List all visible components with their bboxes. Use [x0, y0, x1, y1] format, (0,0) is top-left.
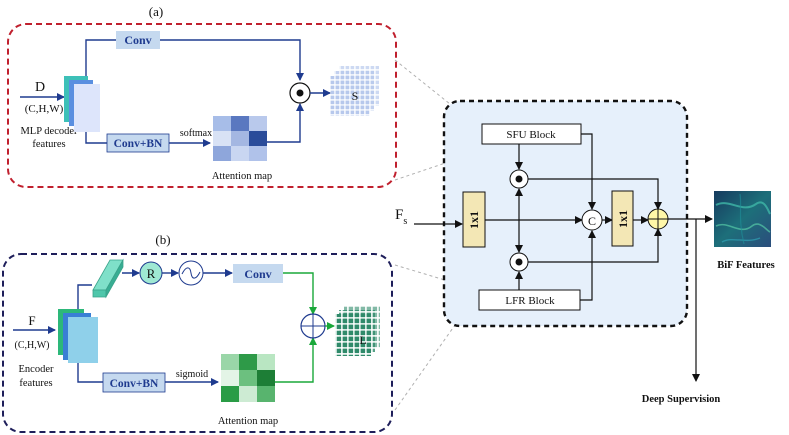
panel-a-tag: (a)	[149, 4, 163, 19]
fusion-concat-symbol: C	[588, 214, 596, 228]
panel-b-input-dims: (C,H,W)	[15, 340, 50, 351]
panel-b-conv-box	[233, 264, 283, 283]
fusion-module-frame	[442, 99, 689, 328]
panel-b-convbn-label: Conv+BN	[110, 378, 159, 390]
panel-a-input-letter: D	[35, 80, 45, 95]
panel-a-top-path	[85, 39, 304, 81]
sfu-block-label: SFU Block	[506, 129, 556, 141]
panel-b-output-grid	[335, 306, 380, 356]
panel-b-caption-line2: features	[19, 378, 52, 389]
panel-b-attention-map	[221, 354, 275, 402]
panel-a-input-dims: (C,H,W)	[25, 103, 64, 115]
panel-b-frame	[2, 253, 393, 433]
fusion-lower-dot-center	[515, 258, 523, 266]
lower-dot-to-sum	[528, 228, 662, 263]
panel-b-attention-caption: Attention map	[218, 416, 278, 427]
panel-b-reshape-symbol: R	[147, 266, 156, 281]
lfr-block-label: LFR Block	[505, 295, 555, 307]
panel-a-attention-caption: Attention map	[212, 171, 272, 182]
panel-b-wave-icon	[181, 267, 201, 279]
panel-b-caption-line1: Encoder	[19, 364, 54, 375]
panel-b-bottom-path	[77, 363, 219, 386]
fusion-input-subscript: s	[403, 216, 407, 227]
panel-b-output-letter: L	[359, 333, 366, 347]
fusion-conv1x1-left-label: 1x1	[467, 211, 481, 229]
sfu-to-concat	[581, 133, 596, 210]
panel-a-conv-box	[116, 31, 160, 49]
bif-feature-map	[714, 191, 771, 247]
panel-b-tag: (b)	[155, 232, 170, 247]
panel-b-activation-label: sigmoid	[176, 369, 208, 380]
panel-a-caption-line2: features	[32, 139, 65, 150]
panel-a-output-grid	[330, 66, 379, 116]
panel-b-top-path	[77, 284, 92, 309]
panel-b-conv-label: Conv	[244, 267, 271, 281]
bif-features-caption: BiF Features	[717, 260, 774, 271]
panel-a-activation-label: softmax	[180, 128, 212, 139]
panel-b-attention-to-sum	[275, 337, 317, 383]
panel-a-convbn-label: Conv+BN	[114, 138, 163, 150]
fusion-input-letter: Fs	[395, 207, 407, 227]
deep-supervision-caption: Deep Supervision	[642, 394, 721, 405]
panel-b-conv-to-sum	[283, 272, 317, 315]
panel-a-conv-label: Conv	[124, 33, 151, 47]
fusion-conv1x1-right	[611, 190, 634, 247]
panel-a-dot-center	[296, 89, 304, 97]
panel-b-input-letter: F	[28, 313, 35, 328]
panel-a-output-letter: S	[352, 89, 359, 103]
upper-dot-to-sum	[528, 178, 662, 210]
panel-a-attention-path	[267, 103, 304, 143]
fusion-upper-dot-center	[515, 175, 523, 183]
panel-a-convbn-box	[106, 133, 170, 153]
fusion-conv1x1-right-label: 1x1	[616, 210, 630, 228]
panel-b-pooled-vector	[92, 258, 124, 299]
panel-b-feature-stack	[58, 309, 98, 363]
panel-a-attention-map	[213, 116, 267, 161]
panel-a-feature-stack	[64, 76, 100, 132]
panel-a-caption-line1: MLP decoder	[20, 126, 78, 137]
panel-b-convbn-box	[102, 372, 166, 393]
panel-a-frame	[7, 23, 397, 188]
lfr-to-concat	[580, 230, 596, 301]
